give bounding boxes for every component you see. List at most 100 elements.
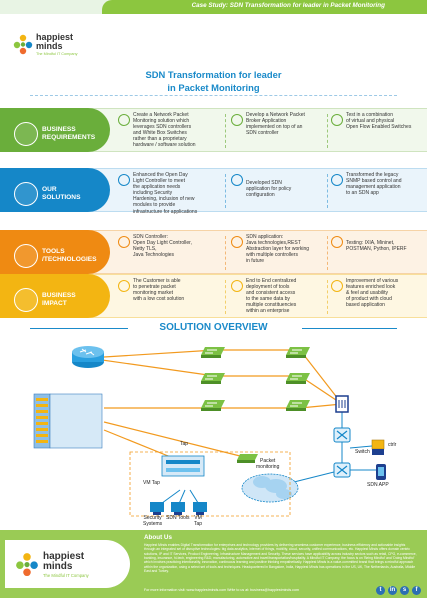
row-label-box: OUR SOLUTIONS: [0, 168, 110, 212]
lightbulb-icon: [14, 182, 38, 206]
switch-icon: [237, 454, 258, 463]
column-divider: [327, 114, 328, 148]
column-divider: [225, 114, 226, 148]
footer-logo-name: happiest minds: [43, 551, 85, 572]
row-label: BUSINESS IMPACT: [42, 292, 76, 307]
footer-logo: happiest minds The Mindful IT Company: [5, 540, 130, 588]
row-tools-technologies: TOOLS /TECHNOLOGIES SDN Controller:Open …: [0, 226, 427, 276]
header-bar: Case Study: SDN Transformation for leade…: [0, 0, 427, 14]
ctrlr-label: ctrlr: [388, 442, 397, 448]
tools-icon: [14, 244, 38, 268]
packet-monitoring-label: Packet monitoring: [256, 458, 280, 470]
linkedin-icon[interactable]: in: [388, 586, 397, 595]
footer-logo-tagline: The Mindful IT Company: [43, 573, 89, 578]
sdn-tools-icon: [171, 502, 185, 515]
row-business-requirements: BUSINESS REQUIREMENTS Create a Network P…: [0, 104, 427, 154]
switch-icon: [201, 347, 225, 358]
sdn-app-label: SDN APP: [367, 482, 389, 488]
switch-label: Switch: [355, 449, 370, 455]
switch-icon: [201, 400, 225, 411]
column-divider: [225, 236, 226, 270]
facebook-icon[interactable]: f: [412, 586, 421, 595]
logo-mark-icon: [16, 553, 38, 577]
column-divider: [225, 174, 226, 208]
packet-broker-switch-icon: [333, 462, 351, 478]
page-title: SDN Transformation for leader in Packet …: [145, 69, 282, 93]
logo-tagline: The Mindful IT Company: [36, 52, 78, 56]
bullet-icon: [331, 280, 343, 292]
bullet-icon: [231, 114, 243, 126]
logo-mark-icon: [13, 34, 33, 55]
switch-icon: [201, 373, 225, 384]
vm-tap-icon: [193, 502, 207, 515]
bullet-icon: [118, 174, 130, 186]
solution-diagram: Tap VM Tap Packet monitoring Switch ctrl…: [0, 338, 427, 528]
controller-icon: [371, 439, 385, 455]
bullet-icon: [231, 280, 243, 292]
row-label-box: BUSINESS REQUIREMENTS: [0, 108, 110, 152]
packet-broker-switch-icon: [333, 427, 351, 443]
logo-name: happiest minds: [36, 32, 74, 51]
deployment-group-box: [129, 451, 291, 517]
footer: happiest minds The Mindful IT Company Ab…: [0, 530, 427, 598]
bullet-icon: [331, 236, 343, 248]
server-rack-icon: [33, 393, 103, 449]
tap-device-icon: [335, 395, 349, 413]
security-systems-label: Security Systems: [143, 515, 163, 527]
bullet-icon: [118, 280, 130, 292]
column-divider: [327, 174, 328, 208]
overview-rule-left: [30, 328, 128, 329]
sdn-app-icon: [376, 464, 386, 480]
case-study-title: Case Study: SDN Transformation for leade…: [191, 2, 385, 9]
case-study-tab: Case Study: SDN Transformation for leade…: [102, 0, 427, 14]
about-text: Happiest Minds enables Digital Transform…: [144, 543, 417, 574]
bullet-icon: [231, 236, 243, 248]
security-system-icon: [150, 502, 164, 515]
bullet-icon: [231, 174, 243, 186]
tap-hub-icon: [161, 455, 205, 477]
slideshare-icon[interactable]: s: [400, 586, 409, 595]
bullet-icon: [331, 174, 343, 186]
title-divider: [30, 95, 397, 96]
sdn-tools-label: SDN Tools: [166, 515, 190, 521]
row-label: BUSINESS REQUIREMENTS: [42, 126, 96, 141]
row-cell: SDN Controller:Open Day Light Controller…: [118, 232, 222, 274]
packet-monitoring-cloud-icon: [241, 473, 299, 503]
column-divider: [225, 280, 226, 314]
contact-text: For more information visit: www.happiest…: [144, 588, 299, 592]
tap-label: Tap: [180, 441, 189, 447]
bullet-icon: [331, 114, 343, 126]
about-heading: About Us: [144, 534, 172, 541]
column-divider: [327, 280, 328, 314]
overview-title: SOLUTION OVERVIEW: [159, 322, 268, 333]
bullet-icon: [118, 236, 130, 248]
briefcase-icon: [14, 122, 38, 146]
row-label-box: BUSINESS IMPACT: [0, 274, 110, 318]
controller-link: [349, 445, 373, 449]
vm-tap-label: VM Tap: [143, 480, 160, 486]
chart-growth-icon: [14, 288, 38, 312]
company-logo: happiest minds The Mindful IT Company: [12, 31, 102, 61]
row-label-box: TOOLS /TECHNOLOGIES: [0, 230, 110, 274]
row-label: OUR SOLUTIONS: [42, 186, 81, 201]
router-icon: [72, 346, 104, 368]
vm-tap-bottom-label: VM Tap: [194, 515, 203, 527]
switch-icon: [286, 400, 310, 411]
row-label: TOOLS /TECHNOLOGIES: [42, 248, 97, 263]
twitter-icon[interactable]: t: [376, 586, 385, 595]
overview-rule-right: [302, 328, 397, 329]
row-cell: Testing: IXIA, Mininet,POSTMAN, Python, …: [331, 232, 425, 274]
switch-icon: [286, 347, 310, 358]
